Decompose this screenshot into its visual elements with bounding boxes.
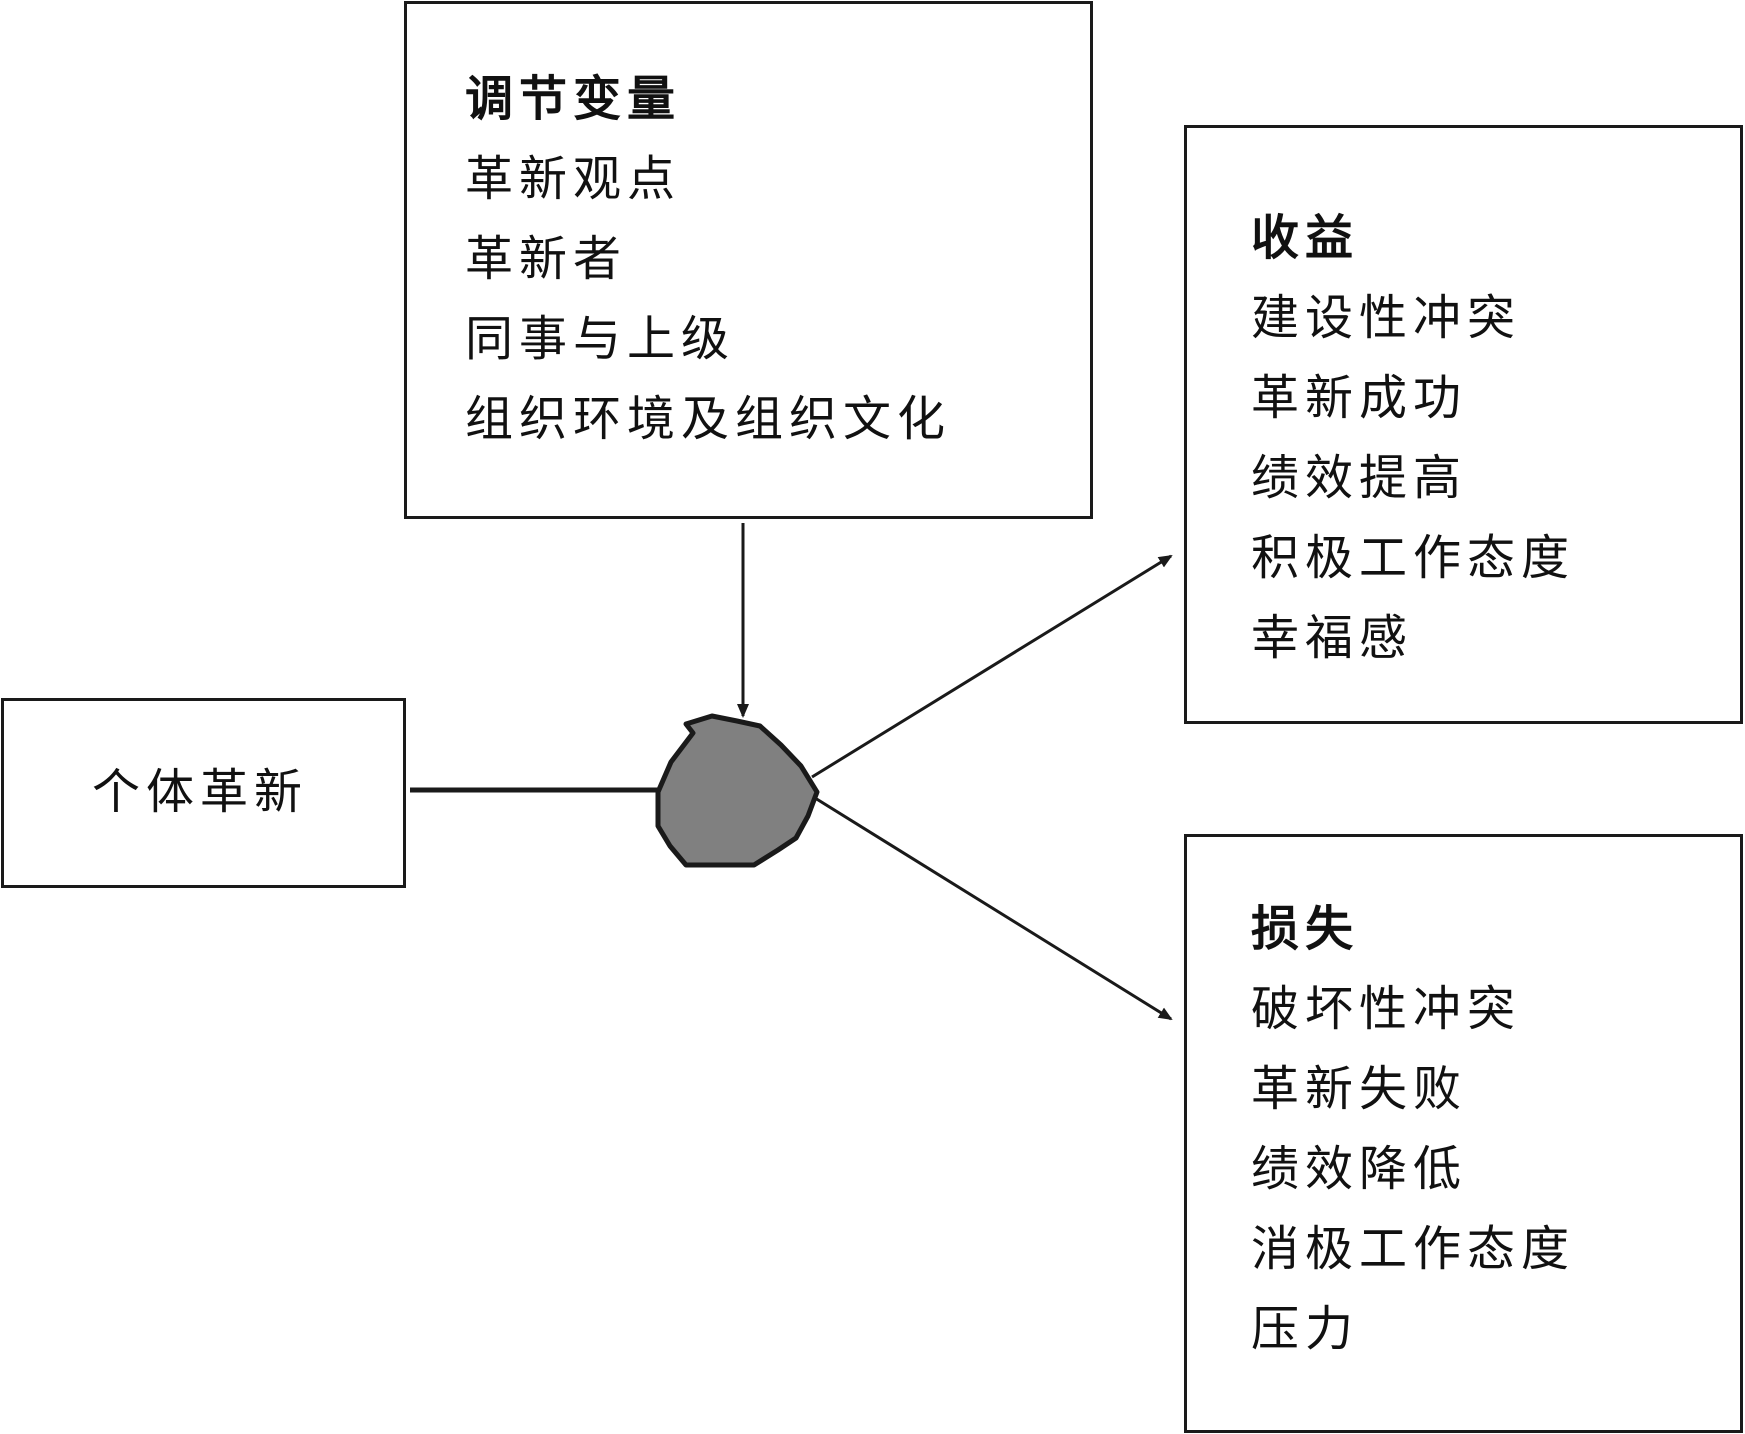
moderation-node (655, 713, 820, 868)
moderator-item: 同事与上级 (465, 311, 736, 367)
losses-box: 损失 破坏性冲突 革新失败 绩效降低 消极工作态度 压力 (1184, 834, 1743, 1433)
losses-title: 损失 (1251, 901, 1360, 957)
moderators-list: 调节变量 革新观点 革新者 同事与上级 组织环境及组织文化 (465, 59, 951, 459)
moderators-box: 调节变量 革新观点 革新者 同事与上级 组织环境及组织文化 (404, 1, 1093, 519)
losses-arrow (814, 796, 1173, 1021)
loss-item: 绩效降低 (1251, 1141, 1468, 1197)
source-label: 个体革新 (92, 764, 309, 820)
benefits-arrow (811, 554, 1173, 779)
moderator-item: 组织环境及组织文化 (465, 391, 952, 447)
benefit-item: 革新成功 (1251, 370, 1468, 426)
benefits-list: 收益 建设性冲突 革新成功 绩效提高 积极工作态度 幸福感 (1251, 198, 1575, 678)
loss-item: 压力 (1251, 1301, 1360, 1357)
benefit-item: 建设性冲突 (1251, 290, 1522, 346)
benefit-item: 幸福感 (1251, 610, 1414, 666)
moderator-item: 革新观点 (465, 151, 682, 207)
benefit-item: 积极工作态度 (1251, 530, 1576, 586)
loss-item: 破坏性冲突 (1251, 981, 1522, 1037)
moderators-title: 调节变量 (465, 71, 682, 127)
loss-item: 消极工作态度 (1251, 1221, 1576, 1277)
benefits-title: 收益 (1251, 210, 1360, 266)
moderator-item: 革新者 (465, 231, 628, 287)
losses-list: 损失 破坏性冲突 革新失败 绩效降低 消极工作态度 压力 (1251, 889, 1575, 1369)
benefits-box: 收益 建设性冲突 革新成功 绩效提高 积极工作态度 幸福感 (1184, 125, 1743, 724)
loss-item: 革新失败 (1251, 1061, 1468, 1117)
benefit-item: 绩效提高 (1251, 450, 1468, 506)
source-box: 个体革新 (1, 698, 406, 888)
